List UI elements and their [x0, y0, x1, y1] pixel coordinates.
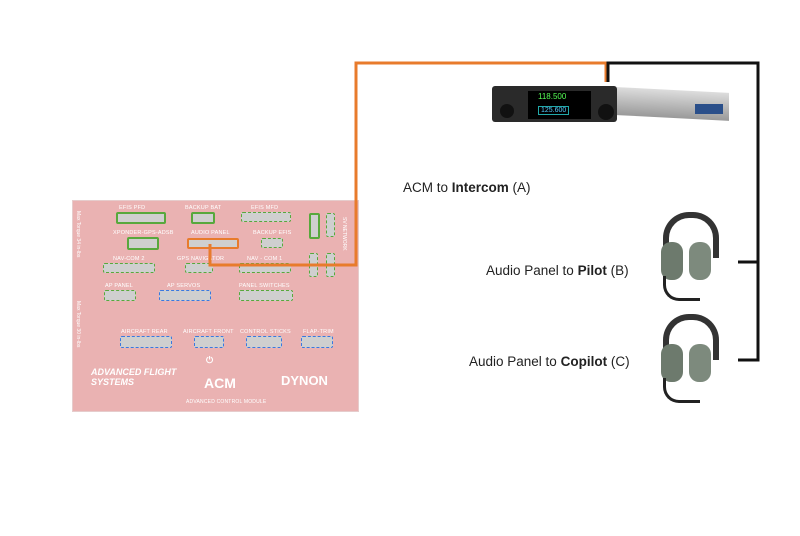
- label-aircraft-front: AIRCRAFT FRONT: [183, 329, 234, 335]
- connector-backup-efis: [261, 238, 283, 248]
- label-aircraft-rear: AIRCRAFT REAR: [121, 329, 168, 335]
- label-ap-servos: AP SERVOS: [167, 283, 201, 289]
- label-nav-com2: NAV-COM 2: [113, 256, 145, 262]
- orange-wire: [208, 61, 608, 267]
- connector-panel-switches: [239, 290, 293, 301]
- label-xponder: XPONDER-GPS-ADSB: [113, 230, 174, 236]
- label-efis-mfd: EFIS MFD: [251, 205, 279, 211]
- caption-copilot: Audio Panel to Copilot (C): [469, 354, 630, 369]
- power-icon: ⏻: [206, 355, 214, 365]
- copilot-headset: [655, 314, 719, 406]
- intercom-radio: 118.500 125.600: [492, 86, 732, 124]
- label-panel-switches: PANEL SWITCHES: [239, 283, 290, 289]
- connector-nav-com2: [103, 263, 155, 273]
- afs-logo: ADVANCED FLIGHT SYSTEMS: [91, 367, 177, 387]
- acm-logo: ACM: [204, 375, 236, 391]
- connector-efis-pfd: [116, 212, 166, 224]
- label-backup-bat: BACKUP BAT: [185, 205, 222, 211]
- label-flap-trim: FLAP-TRIM: [303, 329, 334, 335]
- black-wire: [606, 61, 760, 362]
- label-gps-navigator: GPS NAVIGATOR: [177, 256, 225, 262]
- connector-ap-panel: [104, 290, 136, 301]
- connector-sv-network: [309, 213, 320, 239]
- acm-subtitle: ADVANCED CONTROL MODULE: [186, 399, 267, 405]
- label-ap-panel: AP PANEL: [105, 283, 133, 289]
- connector-flap-trim: [301, 336, 333, 348]
- label-backup-efis: BACKUP EFIS: [253, 230, 292, 236]
- label-audio-panel: AUDIO PANEL: [191, 230, 230, 236]
- connector-ap-servos: [159, 290, 211, 301]
- freq-active: 118.500: [538, 92, 567, 101]
- caption-intercom: ACM to Intercom (A): [403, 180, 531, 195]
- connector-audio-panel: [187, 238, 239, 249]
- caption-pilot: Audio Panel to Pilot (B): [486, 263, 629, 278]
- connector-xponder: [127, 237, 159, 250]
- freq-standby: 125.600: [538, 106, 570, 115]
- label-efis-pfd: EFIS PFD: [119, 205, 146, 211]
- connector-aircraft-rear: [120, 336, 172, 348]
- acm-board: Max Torque 34 in-lbs Max Torque 30 in-lb…: [72, 200, 359, 412]
- knob: [500, 104, 514, 118]
- connector-backup-bat: [191, 212, 215, 224]
- connector-control-sticks: [246, 336, 282, 348]
- label-control-sticks: CONTROL STICKS: [240, 329, 291, 335]
- label-nav-com1: NAV - COM 1: [247, 256, 283, 262]
- knob: [598, 104, 614, 120]
- connector-sv-network: [326, 213, 335, 237]
- dynon-logo: DYNON: [281, 373, 328, 388]
- connector-gps-navigator: [185, 263, 213, 273]
- connector-efis-mfd: [241, 212, 291, 222]
- pilot-headset: [655, 212, 719, 304]
- connector-aircraft-front: [194, 336, 224, 348]
